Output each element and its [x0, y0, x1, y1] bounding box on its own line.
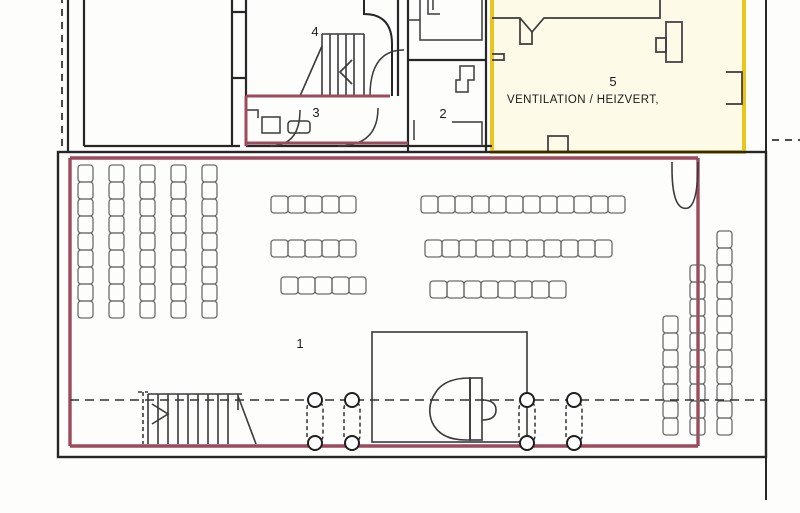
seating-right-block	[662, 230, 733, 436]
grand-piano	[428, 377, 497, 441]
room-label-4: 4	[311, 24, 318, 39]
lower-staircase	[138, 391, 257, 445]
ventilation-caption: VENTILATION / HEIZVERT,	[507, 94, 659, 106]
seating-center-block	[270, 195, 367, 295]
door-swings-upper	[269, 49, 405, 147]
room-4-curve	[363, 0, 393, 96]
ventilation-room-highlight	[490, 0, 746, 154]
seating-left-block	[77, 164, 218, 319]
room-3-fixtures	[246, 109, 311, 134]
hall-columns	[306, 392, 583, 451]
stage-outline	[371, 331, 528, 443]
upper-staircase	[299, 33, 365, 97]
room-label-3: 3	[312, 105, 319, 120]
room-label-2: 2	[439, 106, 446, 121]
hall-door-swing	[671, 161, 699, 210]
ventilation-equipment	[492, 0, 743, 153]
seating-right-center-block	[420, 195, 626, 299]
inner-wall	[68, 156, 700, 448]
inner-wall-upper	[244, 94, 408, 146]
room-label-5: 5	[609, 74, 616, 89]
room-label-1: 1	[296, 336, 303, 351]
room-2-fixtures	[408, 0, 483, 146]
